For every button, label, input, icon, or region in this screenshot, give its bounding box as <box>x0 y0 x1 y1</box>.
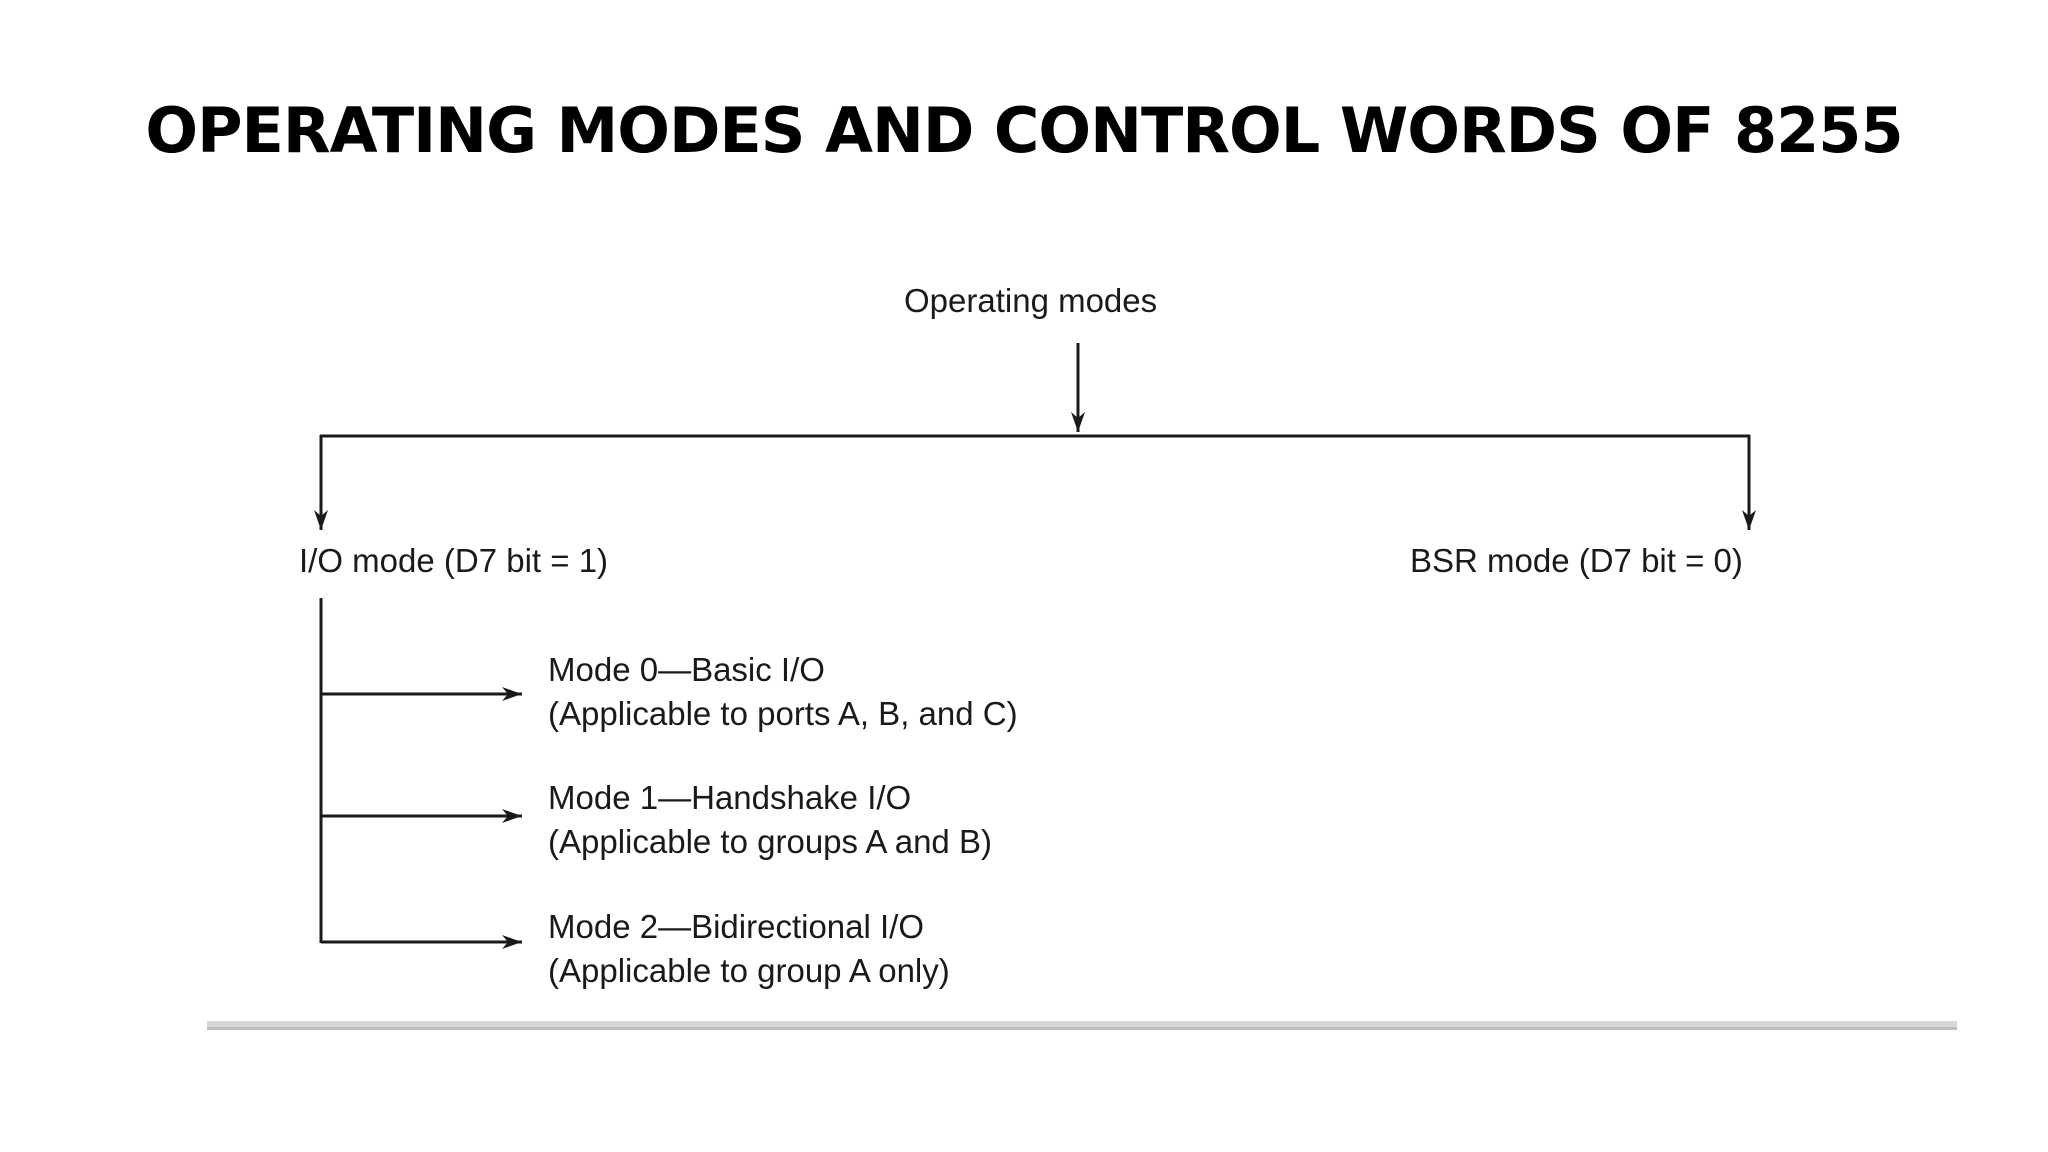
mode-0-name: Mode 0—Basic I/O <box>548 651 825 688</box>
scan-edge-line <box>207 1021 1957 1030</box>
mode-2-block: Mode 2—Bidirectional I/O (Applicable to … <box>548 905 950 993</box>
slide-title: OPERATING MODES AND CONTROL WORDS OF 825… <box>145 94 1903 167</box>
root-label: Operating modes <box>904 282 1158 319</box>
mode-2-note: (Applicable to group A only) <box>548 952 950 989</box>
mode-0-block: Mode 0—Basic I/O (Applicable to ports A,… <box>548 648 1018 736</box>
mode-2-name: Mode 2—Bidirectional I/O <box>548 908 925 945</box>
bsr-mode-label: BSR mode (D7 bit = 0) <box>1410 542 1743 579</box>
io-mode-label: I/O mode (D7 bit = 1) <box>299 542 609 579</box>
scan-edge-shadow <box>207 1027 1957 1030</box>
mode-0-note: (Applicable to ports A, B, and C) <box>548 695 1018 732</box>
mode-1-name: Mode 1—Handshake I/O <box>548 779 912 816</box>
mode-1-note: (Applicable to groups A and B) <box>548 823 992 860</box>
mode-1-block: Mode 1—Handshake I/O (Applicable to grou… <box>548 776 992 864</box>
